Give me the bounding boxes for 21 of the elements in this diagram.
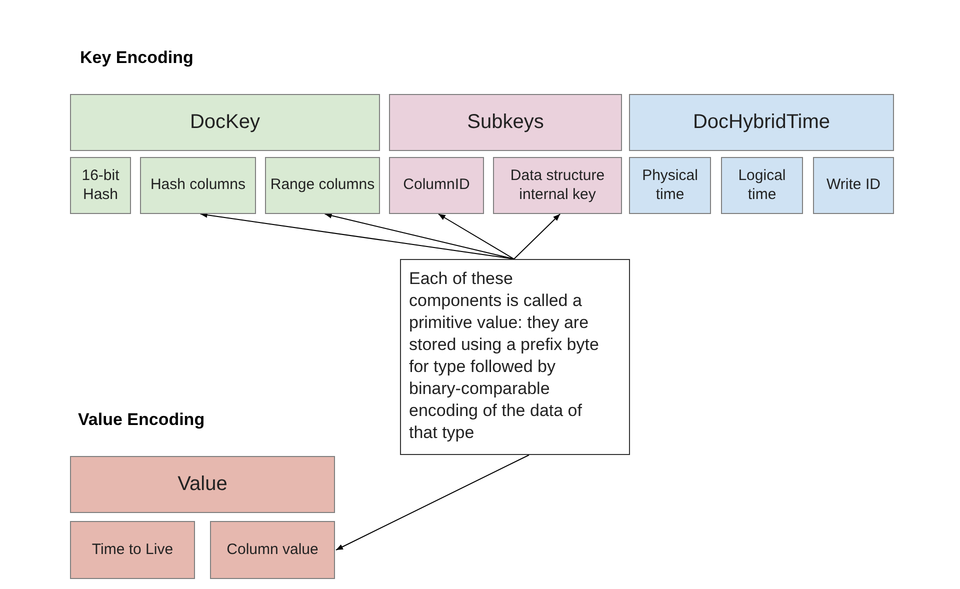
encoding-header-box: DocHybridTime [629, 94, 894, 151]
encoding-header-box: DocKey [70, 94, 380, 151]
encoding-field-box: ColumnID [389, 157, 484, 214]
encoding-field-box: Hash columns [140, 157, 256, 214]
encoding-field-box: Range columns [265, 157, 380, 214]
arrow [438, 214, 514, 260]
section-heading: Value Encoding [78, 410, 205, 430]
encoding-field-box: 16-bit Hash [70, 157, 131, 214]
encoding-field-box: Write ID [813, 157, 894, 214]
encoding-field-box: Data structure internal key [493, 157, 622, 214]
encoding-field-box: Column value [210, 521, 335, 579]
section-heading: Key Encoding [80, 48, 194, 68]
encoding-field-box: Physical time [629, 157, 711, 214]
encoding-field-box: Time to Live [70, 521, 195, 579]
arrow [324, 212, 514, 260]
encoding-header-box: Value [70, 456, 335, 513]
arrow [514, 214, 561, 260]
encoding-header-box: Subkeys [389, 94, 622, 151]
note-box: Each of these components is called a primitive value: they are stored using a prefix byte for type followed by binary-comparable encoding of the data of that type [400, 259, 630, 455]
arrow [336, 454, 530, 550]
encoding-field-box: Logical time [721, 157, 803, 214]
